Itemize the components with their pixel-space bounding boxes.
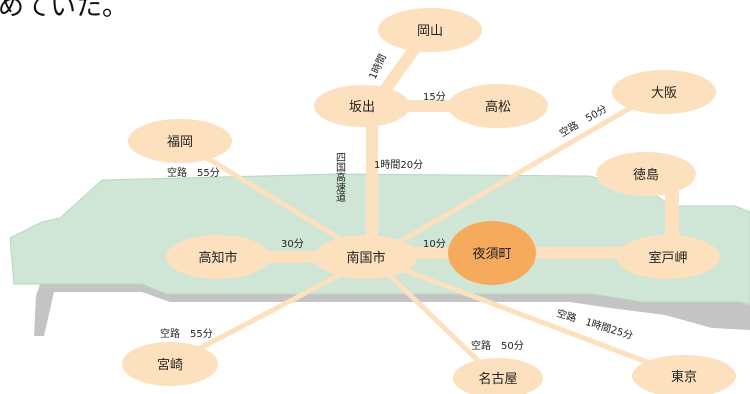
label-osaka: 大阪 (651, 86, 677, 101)
label-kochi: 高知市 (198, 250, 237, 266)
label-sakaide: 坂出 (349, 100, 375, 115)
node-sakaide (314, 85, 410, 127)
node-takamatsu (448, 84, 548, 128)
node-osaka (612, 70, 716, 114)
node-miyazaki (122, 342, 218, 386)
land-shadow (34, 284, 750, 336)
node-yasu (448, 221, 536, 285)
edge-label-nankoku-yasu: 10分 (423, 238, 446, 250)
heading-text: めていた。 (0, 0, 129, 22)
node-tokushima (596, 152, 696, 196)
edge-label-kochi-nankoku: 30分 (281, 238, 304, 250)
edge-label-nankoku-miyazaki: 空路 55分 (160, 327, 213, 340)
label-yasu: 夜須町 (472, 247, 511, 262)
edge-label-nankoku-sakaide-vertical: 四国高速道 (334, 152, 346, 202)
edge-label-nankoku-tokyo: 空路 1時間25分 (555, 306, 634, 342)
node-nankoku (314, 235, 418, 279)
label-tokyo: 東京 (671, 369, 697, 385)
label-fukuoka: 福岡 (167, 135, 193, 150)
edge-label-sakaide-takamatsu: 15分 (423, 91, 446, 103)
node-tokyo (632, 355, 736, 394)
node-nagoya (453, 358, 543, 394)
route-nankoku-tokyo (371, 255, 685, 379)
edge-label-nankoku-nagoya: 空路 50分 (471, 339, 524, 352)
route-nankoku-nagoya (370, 256, 498, 380)
label-muroto: 室戸岬 (648, 250, 687, 266)
label-miyazaki: 宮崎 (157, 357, 183, 373)
edge-label-nankoku-sakaide-time: 1時間20分 (374, 159, 423, 171)
node-fukuoka (128, 119, 232, 163)
label-takamatsu: 高松 (485, 99, 511, 115)
route-nankoku-osaka (370, 90, 658, 261)
label-nagoya: 名古屋 (478, 371, 517, 387)
label-nankoku: 南国市 (346, 250, 385, 266)
edge-label-nankoku-fukuoka: 空路 55分 (167, 166, 220, 179)
edge-label-okayama-sakaide: 1時間 (367, 52, 389, 81)
label-tokushima: 徳島 (633, 168, 659, 183)
node-okayama (378, 8, 482, 52)
node-muroto (616, 235, 720, 279)
route-nankoku-miyazaki (168, 255, 374, 367)
node-kochi (166, 235, 270, 279)
label-okayama: 岡山 (417, 24, 443, 39)
